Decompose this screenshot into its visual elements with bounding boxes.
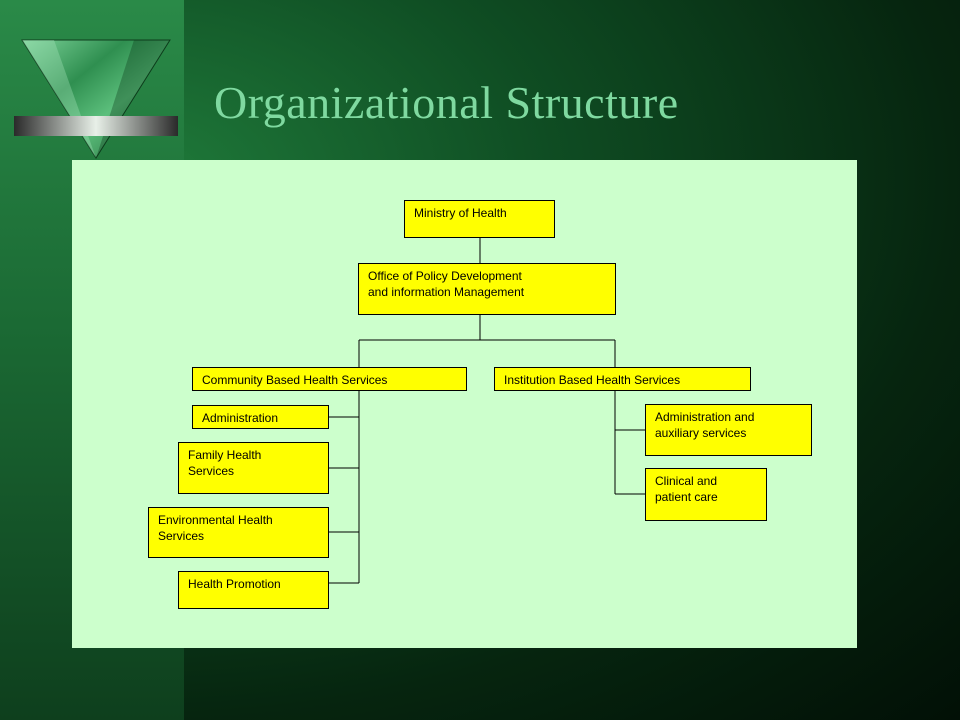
institution-branch-box: Institution Based Health Services — [494, 367, 751, 391]
policy-office-box: Office of Policy Development and informa… — [358, 263, 616, 315]
org-chart-panel: Ministry of Health Office of Policy Deve… — [72, 160, 857, 648]
institution-unit-clinical-patient-care: Clinical and patient care — [645, 468, 767, 521]
community-unit-administration: Administration — [192, 405, 329, 429]
pyramid-logo-icon — [14, 39, 178, 159]
community-branch-box: Community Based Health Services — [192, 367, 467, 391]
institution-unit-administration-auxiliary: Administration and auxiliary services — [645, 404, 812, 456]
community-unit-family-health: Family Health Services — [178, 442, 329, 494]
ministry-of-health-box: Ministry of Health — [404, 200, 555, 238]
org-chart-connectors — [329, 237, 645, 584]
community-unit-health-promotion: Health Promotion — [178, 571, 329, 609]
community-unit-environmental-health: Environmental Health Services — [148, 507, 329, 558]
slide-title: Organizational Structure — [214, 77, 679, 128]
